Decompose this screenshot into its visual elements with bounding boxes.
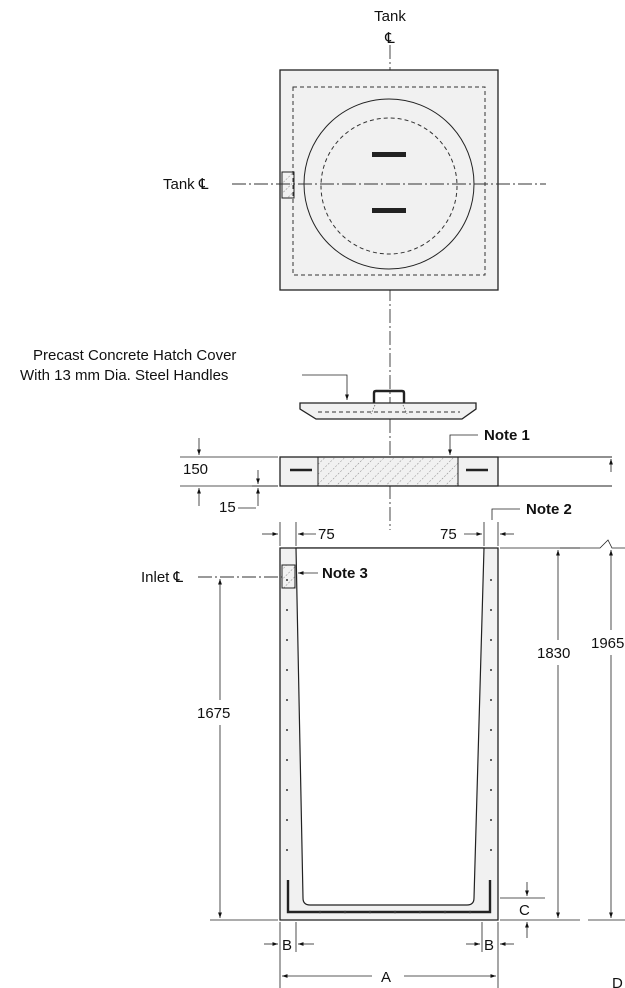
dim-1830: 1830	[537, 645, 570, 662]
dim-a: A	[381, 969, 391, 986]
plan-view	[232, 69, 546, 291]
tank-cl-top-symbol: ℄	[384, 30, 395, 47]
hatch-cover-label-line1: Precast Concrete Hatch Cover	[33, 347, 236, 364]
tank-cl-side-label: Tank ℄	[163, 176, 209, 193]
note1-leader	[448, 434, 478, 455]
cut-letter-d: D	[612, 975, 623, 988]
dim-b-right: B	[484, 937, 494, 954]
note2-label: Note 2	[526, 501, 572, 518]
inlet-cl-label: Inlet ℄	[141, 569, 184, 586]
note3-label: Note 3	[322, 565, 368, 582]
dim-b-left: B	[282, 937, 292, 954]
tank-cl-top-word: Tank	[374, 8, 406, 25]
plan-handle-lower	[372, 208, 406, 213]
hatch-cover-leader	[302, 374, 349, 400]
dim-75-left: 75	[318, 526, 335, 543]
dim-c: C	[519, 902, 530, 919]
dim-1675: 1675	[197, 705, 230, 722]
hatch-cover	[299, 389, 477, 420]
note2-leader	[491, 508, 520, 520]
hatch-cover-label-line2: With 13 mm Dia. Steel Handles	[20, 367, 228, 384]
dim-1965: 1965	[591, 635, 624, 652]
dim-75-right: 75	[440, 526, 457, 543]
note1-label: Note 1	[484, 427, 530, 444]
plan-handle-upper	[372, 152, 406, 157]
dim-15: 15	[219, 499, 236, 516]
dim-150: 150	[183, 461, 208, 478]
slab-section	[279, 456, 612, 487]
tank-section	[279, 547, 499, 921]
